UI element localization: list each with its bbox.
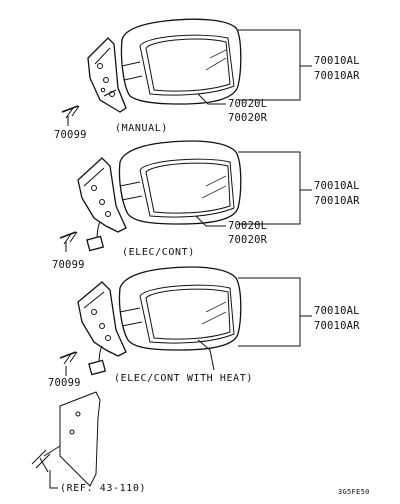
reference-label: (REF. 43-110) — [60, 483, 146, 494]
housing-part-right: 70010AR — [314, 195, 360, 207]
connector — [88, 359, 107, 376]
bolt-part-number: 70099 — [48, 377, 81, 389]
housing-part-right: 70010AR — [314, 320, 360, 332]
housing-part-left: 70010AL — [314, 55, 360, 67]
housing-part-right: 70010AR — [314, 70, 360, 82]
bolt-part-number: 70099 — [52, 259, 85, 271]
variant-caption-elec-cont-heat: (ELEC/CONT WITH HEAT) — [114, 373, 253, 384]
mirror-part-right: 70020R — [228, 234, 268, 246]
mirror-assembly-elec-cont-heat — [77, 266, 242, 376]
housing-part-left: 70010AL — [314, 180, 360, 192]
variant-caption-elec-cont: (ELEC/CONT) — [122, 247, 195, 258]
mirror-housing — [118, 266, 242, 351]
mirror-housing — [120, 18, 242, 105]
mirror-base-bracket — [77, 157, 127, 233]
mirror-part-left: 70020L — [228, 220, 267, 232]
door-panel-reference — [31, 391, 101, 487]
mirror-base-bracket — [77, 281, 127, 357]
mirror-housing — [118, 140, 242, 225]
bolt-70099-elec-cont — [59, 231, 78, 252]
bolt-70099-manual — [61, 105, 80, 126]
connector — [86, 235, 105, 252]
bolt-part-number: 70099 — [54, 129, 87, 141]
mirror-assembly-elec-cont — [77, 140, 242, 252]
mirror-base-bracket — [87, 37, 127, 113]
bolt-70099-elec-cont-heat — [59, 351, 78, 376]
variant-caption-manual: (MANUAL) — [115, 123, 168, 134]
diagram-code: 3G5FE50 — [338, 488, 370, 496]
mirror-assembly-manual — [87, 18, 242, 113]
mirror-part-right: 70020R — [228, 112, 268, 124]
mirror-part-left: 70020L — [228, 98, 267, 110]
housing-part-left: 70010AL — [314, 305, 360, 317]
